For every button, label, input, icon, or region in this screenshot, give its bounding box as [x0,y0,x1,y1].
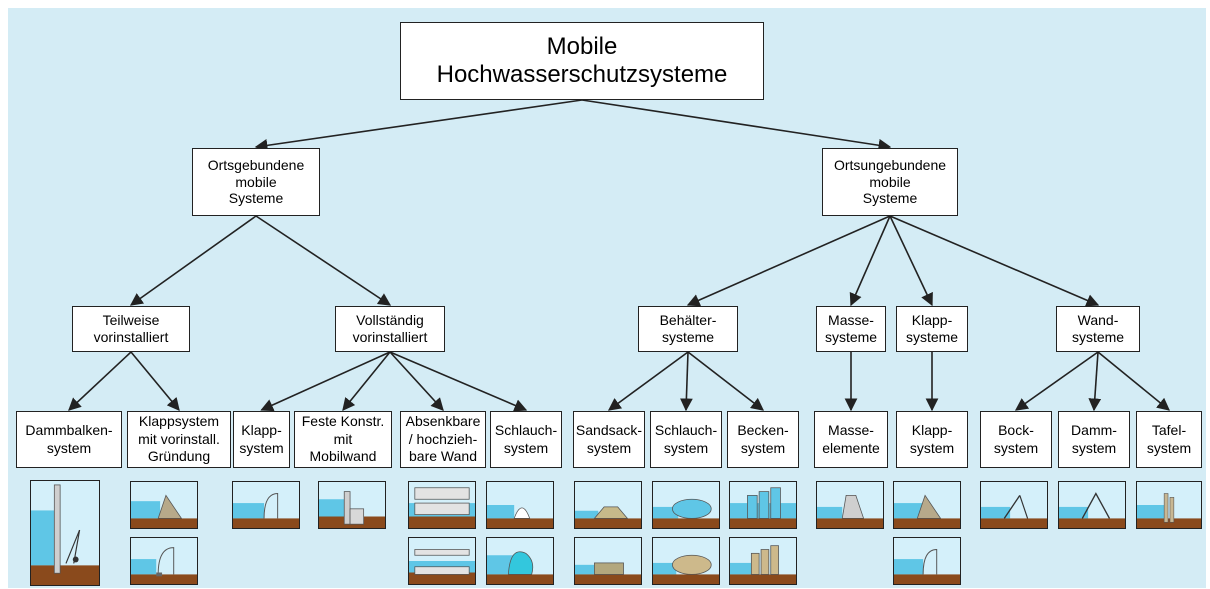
connector-node-vollstaendig-to-node-absenkbare [389,351,444,411]
connector-node-teilweise-to-node-dammbalken [68,351,132,411]
klapp2-pic-1 [893,481,961,529]
node-tafel: Tafel- system [1136,411,1202,468]
schlauch2-pic-1 [652,481,720,529]
masse-elemente-pic [816,481,884,529]
connector-root-node-to-node-ortsgebundene [254,99,583,152]
schlauch2-pic-2 [652,537,720,585]
label-masse-elemente: Masse- elemente [822,422,880,456]
node-klappsystem-vorinstall: Klappsystem mit vorinstall. Gründung [127,411,231,468]
label-klappsystem-vorinstall: Klappsystem mit vorinstall. Gründung [138,413,220,465]
connector-node-ortsungebundene-to-node-behaelter [686,215,891,307]
dammbalken-pic [30,480,100,586]
connector-node-teilweise-to-node-klappsystem-vorinstall [130,351,180,411]
label-dammbalken: Dammbalken- system [25,422,113,456]
connector-node-ortsgebundene-to-node-teilweise [129,215,257,306]
label-schlauch-1: Schlauch- system [494,422,558,456]
label-klapp-system: Klapp- system [239,422,284,456]
becken-pic-2 [729,537,797,585]
root-node: Mobile Hochwasserschutzsysteme [400,22,764,100]
klappsystem-vorinstall-pic-1 [130,481,198,529]
node-dammbalken: Dammbalken- system [16,411,122,468]
becken-pic-1 [729,481,797,529]
bock-pic [980,481,1048,529]
klapp-system-pic [232,481,300,529]
node-masse: Masse- systeme [816,306,886,352]
connector-node-ortsgebundene-to-node-vollstaendig [255,215,392,306]
klapp2-pic-2 [893,537,961,585]
label-bock: Bock- system [993,422,1039,456]
node-becken: Becken- system [727,411,799,468]
label-damm: Damm- system [1071,422,1117,456]
node-ortsungebundene: Ortsungebundene mobile Systeme [822,148,958,216]
label-ortsungebundene: Ortsungebundene mobile Systeme [833,156,947,207]
sandsack-pic-1 [574,481,642,529]
node-feste-konstr: Feste Konstr. mit Mobilwand [294,411,392,468]
node-behaelter: Behälter- systeme [638,306,738,352]
label-behaelter: Behälter- systeme [659,312,717,345]
root-title: Mobile Hochwasserschutzsysteme [436,33,728,88]
label-becken: Becken- system [737,422,789,456]
label-masse: Masse- systeme [824,312,878,345]
label-feste-konstr: Feste Konstr. mit Mobilwand [301,413,385,465]
tafel-pic [1136,481,1202,529]
schlauch-pic-2 [486,537,554,585]
node-masse-elemente: Masse- elemente [814,411,888,468]
connector-node-wand-to-node-bock [1014,351,1099,411]
label-vollstaendig: Vollständig vorinstalliert [352,312,428,345]
label-tafel: Tafel- system [1146,422,1192,456]
connector-root-node-to-node-ortsungebundene [581,99,892,152]
absenkbare-pic-2 [408,537,476,585]
feste-konstr-pic [318,481,386,529]
label-teilweise: Teilweise vorinstalliert [93,312,169,345]
node-vollstaendig: Vollständig vorinstalliert [335,306,445,352]
node-bock: Bock- system [980,411,1052,468]
node-klapp-system: Klapp- system [233,411,290,468]
node-absenkbare: Absenkbare / hochzieh- bare Wand [400,411,486,468]
connector-node-behaelter-to-node-becken [687,351,765,411]
node-sandsack: Sandsack- system [573,411,645,468]
label-klapp: Klapp- systeme [905,312,959,345]
connector-node-ortsungebundene-to-node-wand [889,215,1100,307]
connector-node-ortsungebundene-to-node-masse [849,215,891,307]
connector-node-behaelter-to-node-schlauch-2 [680,351,693,412]
node-teilweise: Teilweise vorinstalliert [72,306,190,352]
node-klapp-system-2: Klapp- system [896,411,968,468]
schlauch-pic-1 [486,481,554,529]
klappsystem-vorinstall-pic-2 [130,537,198,585]
label-klapp-system-2: Klapp- system [909,422,955,456]
label-absenkbare: Absenkbare / hochzieh- bare Wand [405,413,481,465]
absenkbare-pic-1 [408,481,476,529]
connector-node-wand-to-node-damm [1088,351,1102,412]
connector-node-ortsungebundene-to-node-klapp [889,215,933,307]
damm-pic [1058,481,1126,529]
connector-node-vollstaendig-to-node-schlauch-1 [389,351,528,412]
label-wand: Wand- systeme [1071,312,1125,345]
node-ortsgebundene: Ortsgebundene mobile Systeme [192,148,320,216]
node-schlauch-2: Schlauch- system [650,411,722,468]
sandsack-pic-2 [574,537,642,585]
connector-node-behaelter-to-node-sandsack [607,351,689,411]
connector-node-wand-to-node-tafel [1097,351,1170,411]
connector-node-vollstaendig-to-node-klapp-system [260,351,391,412]
node-klapp: Klapp- systeme [896,306,968,352]
label-schlauch-2: Schlauch- system [654,422,718,456]
node-schlauch-1: Schlauch- system [490,411,562,468]
node-wand: Wand- systeme [1056,306,1140,352]
label-sandsack: Sandsack- system [575,422,643,456]
connector-node-vollstaendig-to-node-feste-konstr [342,351,391,411]
label-ortsgebundene: Ortsgebundene mobile Systeme [207,156,305,207]
node-damm: Damm- system [1058,411,1130,468]
